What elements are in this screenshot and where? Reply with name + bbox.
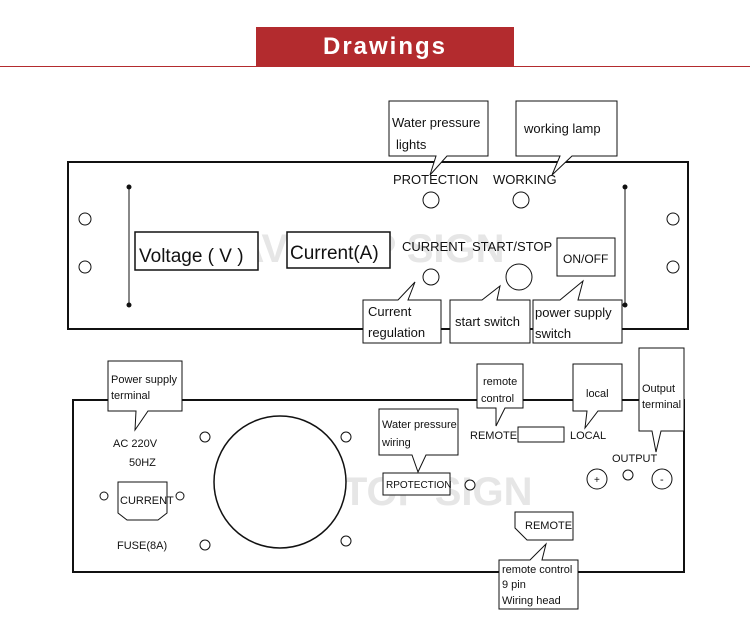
svg-text:remote: remote — [483, 376, 517, 388]
output-plus — [586, 468, 608, 490]
callout-water-pressure-wiring — [378, 408, 459, 474]
svg-text:Current: Current — [368, 304, 412, 319]
fuse-label: FUSE(8A) — [117, 540, 167, 552]
back-panel — [72, 399, 685, 573]
voltage-label: Voltage ( V ) — [139, 246, 244, 267]
callout-local — [572, 363, 623, 430]
callout-current-regulation — [362, 281, 442, 344]
protection-lamp — [422, 191, 440, 209]
svg-text:terminal: terminal — [111, 390, 150, 402]
svg-text:-: - — [660, 474, 664, 486]
remote-label: REMOTE — [470, 430, 517, 442]
remote-connector-label: REMOTE — [525, 520, 572, 532]
power-inlet — [117, 481, 168, 521]
callout-water-pressure-lights — [388, 100, 489, 176]
callout-working-lamp — [515, 100, 618, 176]
remote-connector — [514, 511, 574, 541]
page-title: Drawings — [256, 27, 514, 67]
callout-output-terminal — [638, 347, 685, 453]
power-switch — [556, 237, 616, 277]
svg-text:9 pin: 9 pin — [502, 579, 526, 591]
svg-text:Power supply: Power supply — [111, 374, 178, 386]
callout-power-supply-terminal — [107, 360, 183, 432]
ac-label: AC 220V — [113, 438, 158, 450]
fan — [213, 415, 347, 549]
callout-remote-control — [476, 363, 524, 427]
current-knob — [422, 268, 440, 286]
callout-remote-9pin — [498, 542, 579, 610]
callout-power-supply-switch — [532, 279, 623, 344]
svg-text:Water pressure: Water pressure — [382, 419, 457, 431]
start-stop-button — [505, 263, 533, 291]
svg-text:power supply: power supply — [535, 305, 612, 320]
inlet-current-label: CURRENT — [120, 495, 174, 507]
voltage-display — [134, 231, 259, 271]
mount-hole — [78, 260, 92, 274]
svg-text:local: local — [586, 388, 609, 400]
protection-terminal — [382, 472, 451, 496]
on-off-label: ON/OFF — [563, 252, 608, 266]
mount-hole — [666, 212, 680, 226]
hz-label: 50HZ — [129, 457, 156, 469]
mount-hole — [78, 212, 92, 226]
working-lamp — [512, 191, 530, 209]
local-label: LOCAL — [570, 430, 606, 442]
svg-text:switch: switch — [535, 326, 571, 341]
svg-text:working lamp: working lamp — [523, 121, 601, 136]
callout-start-switch — [449, 284, 531, 344]
svg-text:Wiring head: Wiring head — [502, 595, 561, 607]
svg-text:regulation: regulation — [368, 325, 425, 340]
svg-text:terminal: terminal — [642, 399, 681, 411]
protection-terminal-label: RPOTECTION — [386, 480, 452, 491]
current-label: CURRENT — [402, 239, 466, 254]
protection-label: PROTECTION — [393, 172, 478, 187]
svg-text:start switch: start switch — [455, 314, 520, 329]
svg-text:Output: Output — [642, 383, 675, 395]
mount-hole — [666, 260, 680, 274]
current-display — [286, 231, 391, 269]
remote-local-switch — [517, 426, 565, 443]
svg-text:+: + — [594, 475, 600, 486]
svg-text:wiring: wiring — [381, 437, 411, 449]
start-stop-label: START/STOP — [472, 239, 552, 254]
working-label: WORKING — [493, 172, 557, 187]
svg-text:remote control: remote control — [502, 564, 572, 576]
svg-text:lights: lights — [396, 137, 427, 152]
svg-text:control: control — [481, 393, 514, 405]
svg-text:Water pressure: Water pressure — [392, 115, 480, 130]
output-label: OUTPUT — [612, 453, 658, 465]
output-minus — [651, 468, 673, 490]
current-display-label: Current(A) — [290, 243, 379, 264]
